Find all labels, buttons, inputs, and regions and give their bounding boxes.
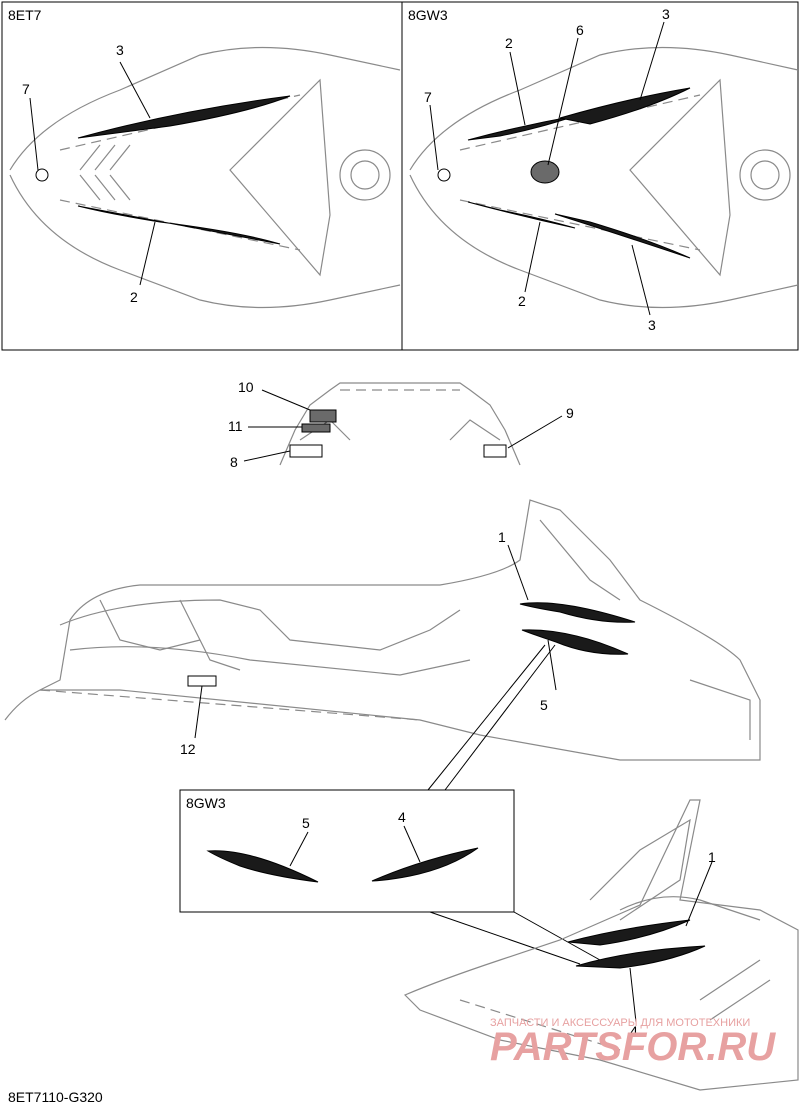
callout-5: 5 xyxy=(540,697,548,713)
callout-3: 3 xyxy=(648,317,656,333)
top-right-drawing xyxy=(409,21,799,316)
decal-6 xyxy=(530,160,560,184)
callout-4: 4 xyxy=(630,1023,638,1039)
callout-2: 2 xyxy=(518,293,526,309)
callout-3: 3 xyxy=(662,6,670,22)
callout-7: 7 xyxy=(424,89,432,105)
side-view-drawing xyxy=(4,499,761,791)
inset-drawing xyxy=(206,825,479,883)
callout-1: 1 xyxy=(708,849,716,865)
top-box xyxy=(1,1,799,351)
callout-12: 12 xyxy=(180,741,196,757)
callout-5: 5 xyxy=(302,815,310,831)
callout-8: 8 xyxy=(230,454,238,470)
callout-2: 2 xyxy=(130,289,138,305)
callout-11: 11 xyxy=(228,418,243,434)
callout-10: 10 xyxy=(238,379,254,395)
callout-7: 7 xyxy=(22,81,30,97)
decal-7-left xyxy=(35,168,49,182)
callout-9: 9 xyxy=(566,405,574,421)
inset-box xyxy=(179,789,515,913)
top-left-drawing xyxy=(9,46,401,309)
watermark-line2: PARTSFOR.RU xyxy=(490,1025,776,1069)
callout-6: 6 xyxy=(576,22,584,38)
callout-3: 3 xyxy=(116,42,124,58)
callout-4: 4 xyxy=(398,809,406,825)
figure-code: 8ET7110-G320 xyxy=(8,1089,103,1105)
panel-code-top-right: 8GW3 xyxy=(408,7,448,23)
decal-7-right xyxy=(437,168,451,182)
panel-code-top-left: 8ET7 xyxy=(8,7,42,23)
callout-2: 2 xyxy=(505,35,513,51)
watermark-line1: ЗАПЧАСТИ И АКСЕССУАРЫ ДЛЯ МОТОТЕХНИКИ xyxy=(490,1017,750,1029)
bottom-view-drawing xyxy=(403,799,799,1091)
rear-view-drawing xyxy=(243,382,563,466)
panel-code-inset: 8GW3 xyxy=(186,795,226,811)
callout-1: 1 xyxy=(498,529,506,545)
